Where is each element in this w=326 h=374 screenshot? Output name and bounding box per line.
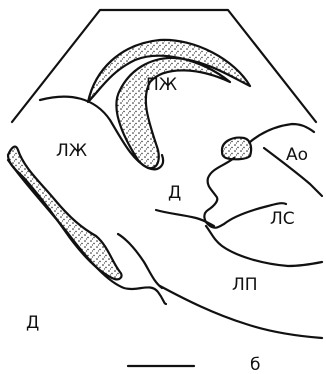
aortic-root-stippled <box>222 138 251 160</box>
panel-letter: б <box>250 355 260 374</box>
label-left-pleura: ЛП <box>232 275 258 295</box>
label-right-ventricle: ПЖ <box>146 75 177 95</box>
mitral-leaflet-line <box>118 234 162 288</box>
aorta-wall-line <box>250 124 314 142</box>
lv-posterior-wall-stippled <box>8 147 122 280</box>
label-left-atrium: ЛС <box>270 209 295 229</box>
label-diaphragm-lower: Д <box>26 313 39 333</box>
label-left-ventricle: ЛЖ <box>56 141 87 161</box>
left-atrium-lower-boundary <box>206 226 322 266</box>
label-aorta: Ао <box>286 145 308 165</box>
label-diaphragm-upper: Д <box>168 183 181 203</box>
